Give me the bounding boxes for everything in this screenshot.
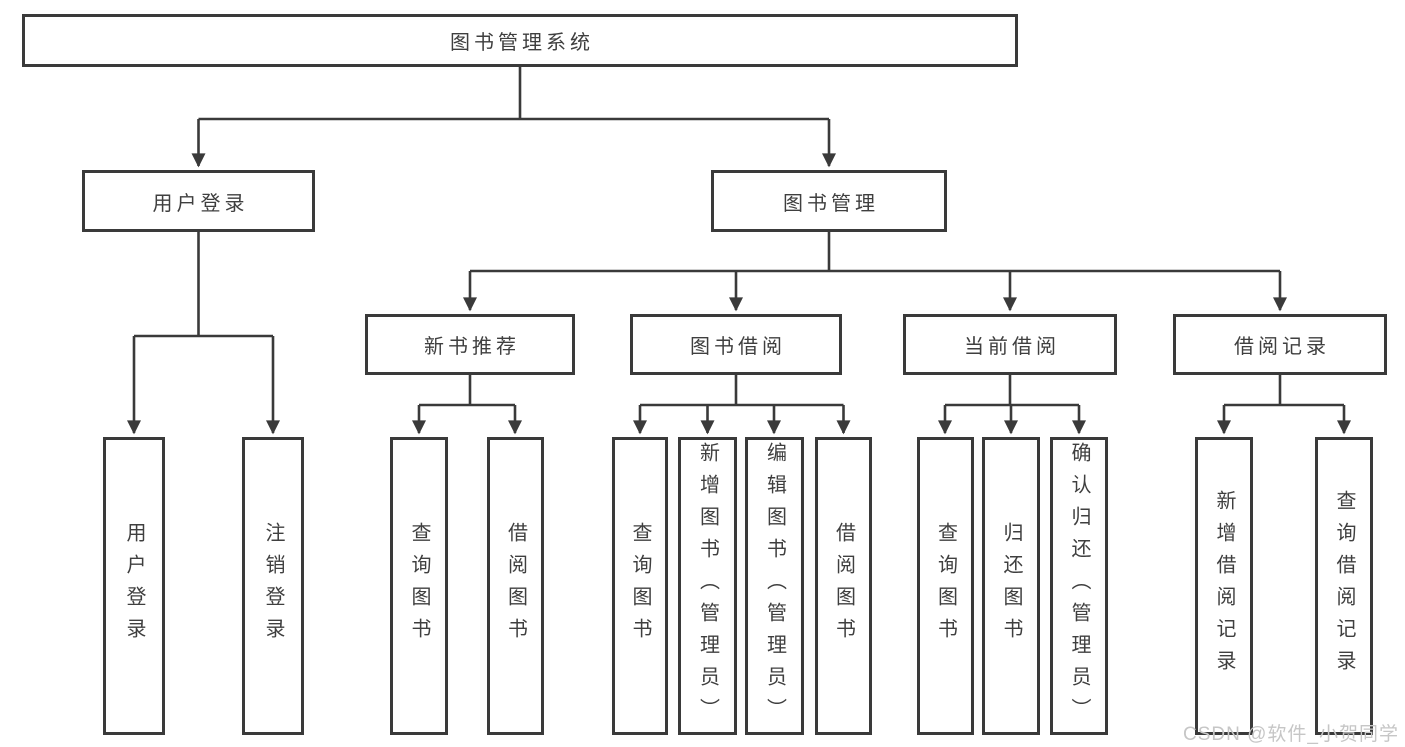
- leaf-records-add-label: 新增借阅记录: [1213, 490, 1235, 682]
- node-book-management-label: 图书管理: [783, 192, 879, 215]
- leaf-user-login-label: 用户登录: [123, 522, 145, 650]
- node-user-login: 用户登录: [82, 170, 315, 232]
- leaf-current-return-label: 归还图书: [1000, 522, 1022, 650]
- leaf-user-login: 用户登录: [103, 437, 165, 735]
- node-new-book-recommend-label: 新书推荐: [424, 336, 520, 358]
- leaf-borrow-book: 借阅图书: [815, 437, 872, 735]
- watermark: CSDN @软件_小贺同学: [1183, 724, 1399, 745]
- leaf-borrow-query-label: 查询图书: [629, 522, 651, 650]
- node-root-label: 图书管理系统: [450, 32, 594, 54]
- leaf-borrow-edit-admin: 编辑图书（管理员）: [745, 437, 804, 735]
- leaf-newbooks-borrow-label: 借阅图书: [504, 522, 527, 650]
- leaf-current-confirm-admin-label: 确认归还（管理员）: [1068, 442, 1090, 730]
- node-book-borrow-label: 图书借阅: [690, 336, 786, 358]
- leaf-current-query: 查询图书: [917, 437, 974, 735]
- leaf-current-return: 归还图书: [982, 437, 1040, 735]
- node-user-login-label: 用户登录: [152, 192, 249, 215]
- node-current-borrow-label: 当前借阅: [964, 336, 1060, 358]
- leaf-newbooks-query-label: 查询图书: [408, 522, 430, 650]
- leaf-borrow-query: 查询图书: [612, 437, 668, 735]
- node-new-book-recommend: 新书推荐: [365, 314, 575, 375]
- leaf-records-query: 查询借阅记录: [1315, 437, 1373, 735]
- leaf-current-query-label: 查询图书: [934, 522, 957, 650]
- leaf-logout-label: 注销登录: [262, 522, 284, 650]
- leaf-borrow-edit-admin-label: 编辑图书（管理员）: [763, 442, 786, 730]
- leaf-newbooks-query: 查询图书: [390, 437, 448, 735]
- node-current-borrow: 当前借阅: [903, 314, 1117, 375]
- leaf-borrow-book-label: 借阅图书: [832, 522, 855, 650]
- node-borrow-records: 借阅记录: [1173, 314, 1387, 375]
- leaf-current-confirm-admin: 确认归还（管理员）: [1050, 437, 1108, 735]
- leaf-records-query-label: 查询借阅记录: [1333, 490, 1355, 682]
- leaf-borrow-add-admin: 新增图书（管理员）: [678, 437, 737, 735]
- node-book-borrow: 图书借阅: [630, 314, 842, 375]
- node-root: 图书管理系统: [22, 14, 1018, 67]
- node-book-management: 图书管理: [711, 170, 947, 232]
- leaf-borrow-add-admin-label: 新增图书（管理员）: [696, 442, 719, 730]
- leaf-newbooks-borrow: 借阅图书: [487, 437, 544, 735]
- node-borrow-records-label: 借阅记录: [1234, 336, 1330, 358]
- leaf-records-add: 新增借阅记录: [1195, 437, 1253, 735]
- leaf-logout: 注销登录: [242, 437, 304, 735]
